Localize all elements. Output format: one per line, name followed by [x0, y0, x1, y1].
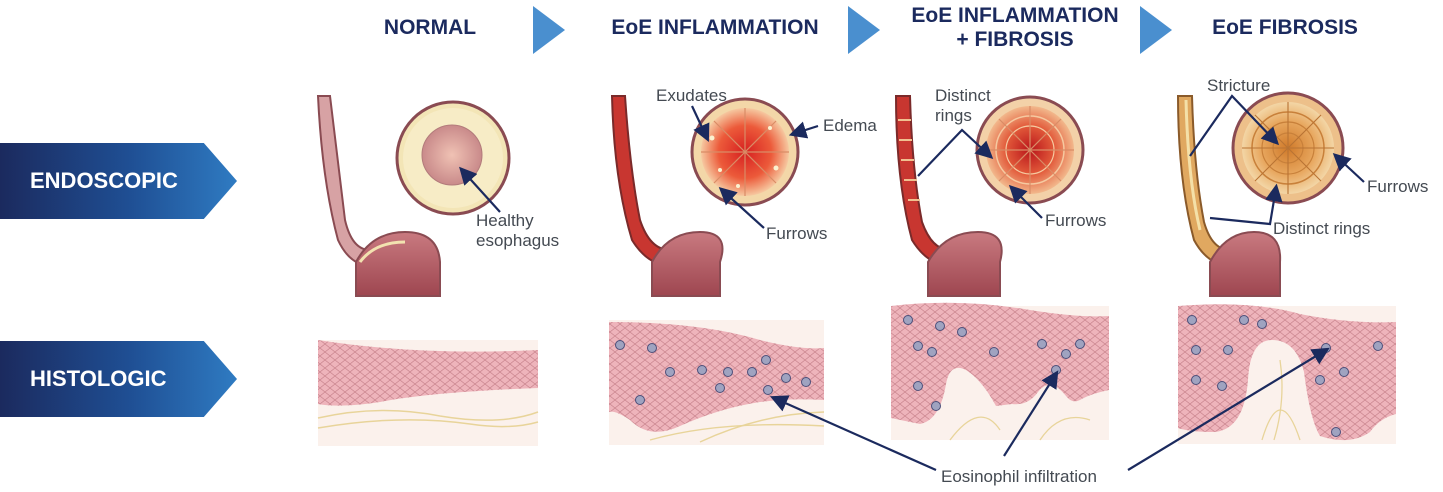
label-stricture: Stricture: [1207, 76, 1271, 95]
leader-lines: [459, 94, 1365, 472]
normal-endoscopic-view: [395, 100, 511, 216]
stage-inflammation: EoE INFLAMMATION: [611, 16, 819, 39]
label-furrows-inflammation: Furrows: [766, 224, 828, 243]
normal-esophagus-tube: [316, 95, 441, 297]
stage-inflammation-fibrosis: EoE INFLAMMATION + FIBROSIS: [911, 4, 1119, 51]
label-furrows-inflammation-fibrosis: Furrows: [1045, 211, 1107, 230]
label-distinct-rings: Distinct rings: [935, 86, 991, 125]
chevron-arrow-2: [848, 6, 880, 54]
inflammation-fibrosis-histology: [891, 302, 1109, 441]
normal-histology: [317, 340, 539, 446]
label-furrows-fibrosis: Furrows: [1367, 177, 1429, 196]
label-edema: Edema: [823, 116, 877, 135]
inflammation-histology: [609, 320, 825, 445]
label-healthy-esophagus: Healthy esophagus: [476, 211, 560, 250]
row-label-histologic: HISTOLOGIC: [0, 341, 237, 417]
stage-fibrosis: EoE FIBROSIS: [1212, 16, 1358, 39]
row-label-endoscopic: ENDOSCOPIC: [0, 143, 237, 219]
inflammation-fibrosis-esophagus-tube: [894, 95, 1003, 297]
chevron-arrow-3: [1140, 6, 1172, 54]
eosinophil-cells: [615, 315, 1383, 437]
inflammation-endoscopic-view: [690, 97, 800, 207]
chevron-arrow-1: [533, 6, 565, 54]
inflammation-fibrosis-endoscopic-view: [975, 95, 1085, 205]
label-eosinophil-infiltration: Eosinophil infiltration: [941, 467, 1097, 486]
fibrosis-endoscopic-view: [1231, 91, 1345, 205]
label-exudates: Exudates: [656, 86, 727, 105]
label-distinct-rings-fibrosis: Distinct rings: [1273, 219, 1371, 238]
stage-normal: NORMAL: [383, 16, 477, 39]
inflammation-esophagus-tube: [610, 95, 724, 297]
fibrosis-esophagus-tube: [1176, 95, 1282, 297]
